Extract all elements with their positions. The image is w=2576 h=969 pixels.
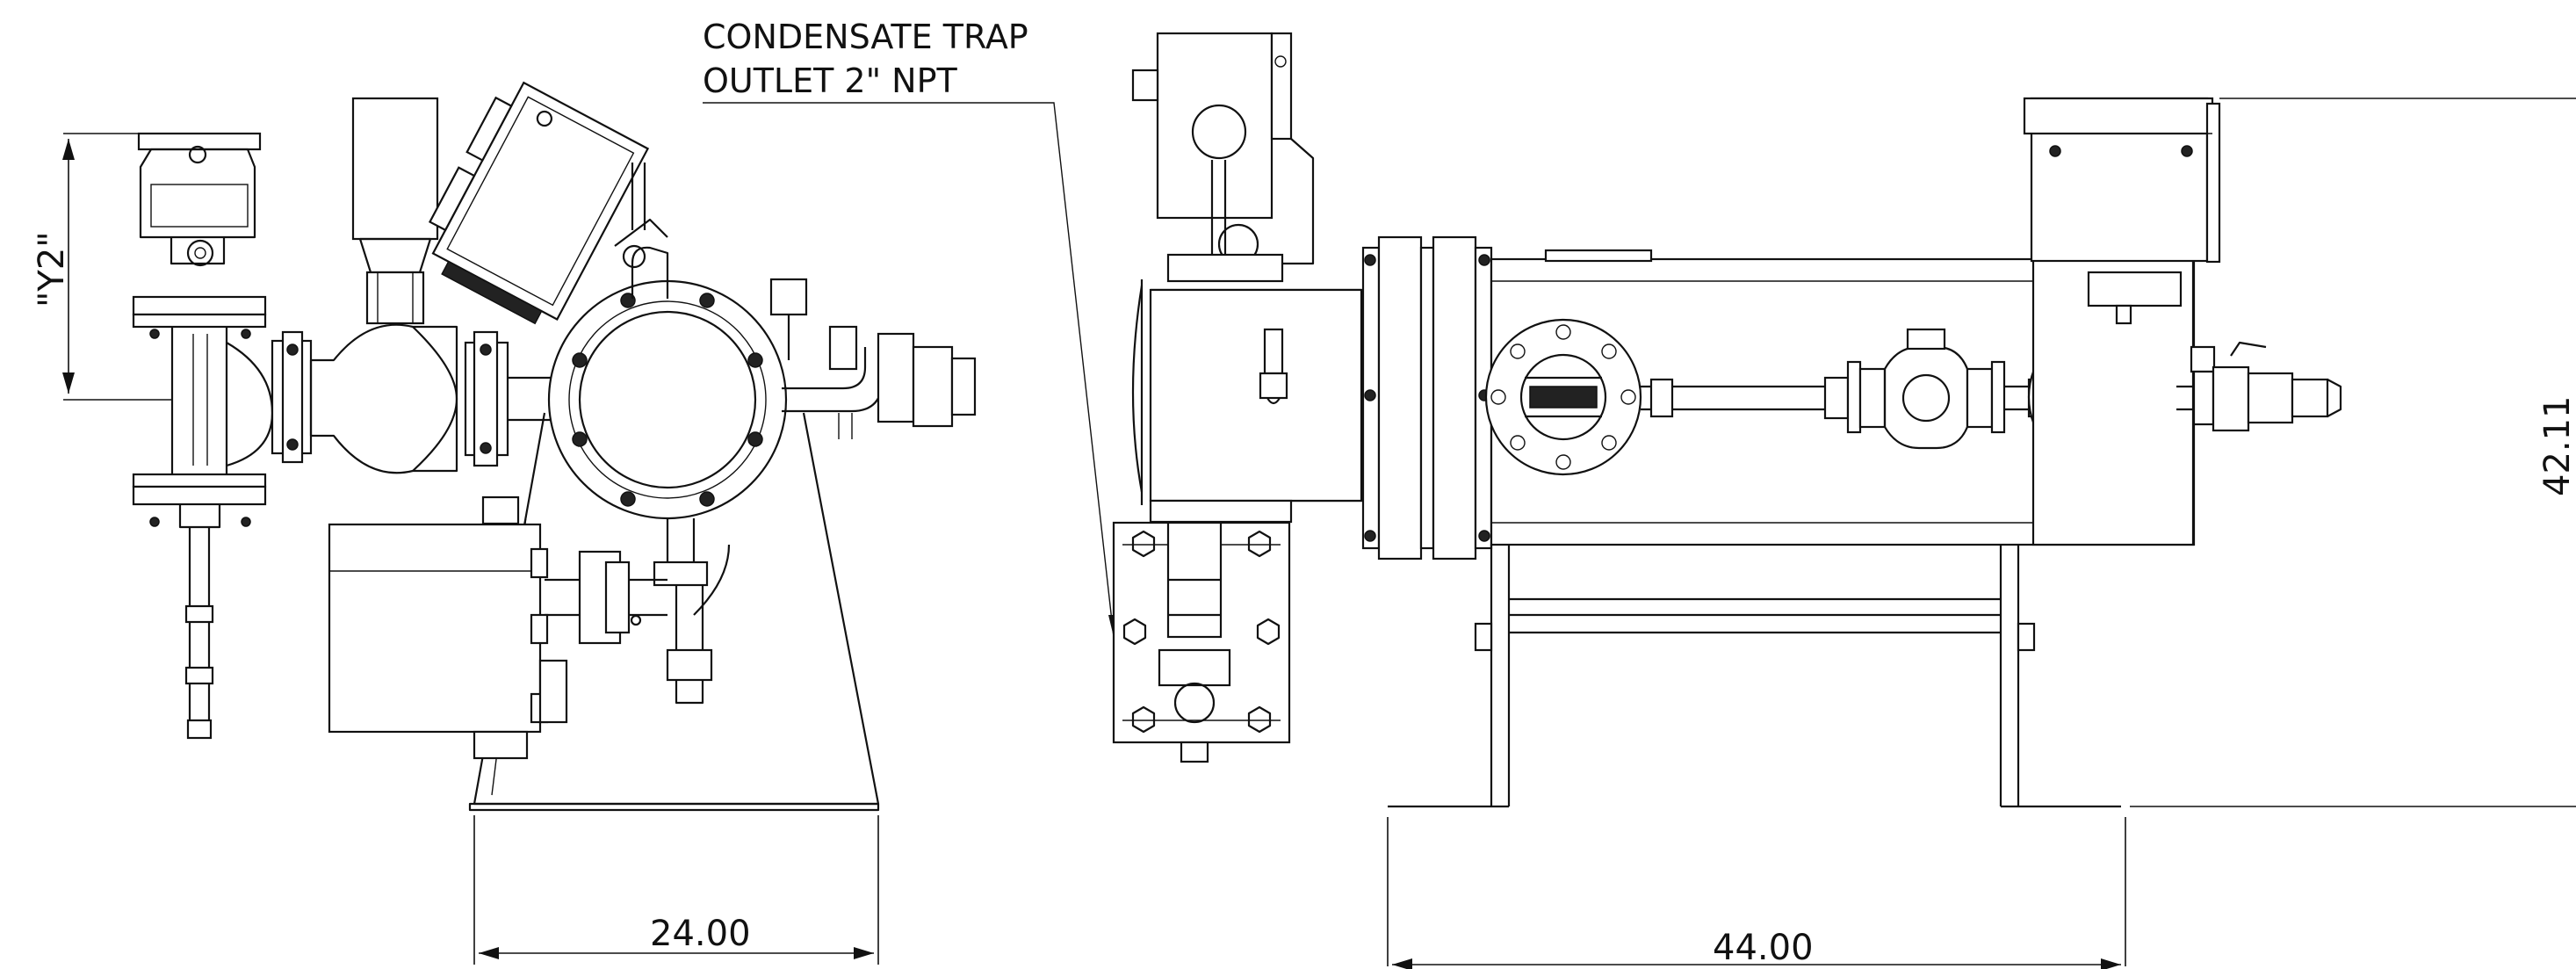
right-end-section [2023,97,2221,546]
side-view: 24.00 "Y2" [32,81,977,965]
support-legs [1388,545,2121,808]
inlet-flanges [271,323,458,474]
connecting-pipe [1641,328,2052,450]
top-stack [351,97,439,325]
actuator-box [328,495,568,760]
tilted-control-box [428,81,650,325]
mid-flanges [464,330,580,467]
round-manifold [547,163,788,520]
dim-label-y2: "Y2" [32,231,72,307]
lower-piping [545,518,731,705]
left-nozzle [1484,318,1642,476]
flange-stack [1361,235,1493,560]
left-end-block [1131,279,1363,524]
dim-label-24: 24.00 [650,914,751,954]
outlet-fittings [2176,341,2342,432]
top-instrument-box [1131,32,1315,283]
condensate-trap-note: CONDENSATE TRAP OUTLET 2" NPT [703,18,1121,638]
dimension-y2: "Y2" [32,133,172,401]
right-tubing [769,278,977,439]
dimension-42-11: 42.11 [2130,98,2576,807]
condensate-trap-body [1112,521,1291,763]
vertical-valve-assembly [132,132,274,740]
dimension-24: 24.00 [473,815,879,965]
dim-label-44: 44.00 [1713,928,1814,968]
dim-label-42-11: 42.11 [2537,395,2576,496]
front-view: 44.00 42.11 [1112,32,2576,969]
dimension-44: 44.00 [1387,817,2126,969]
note-line-1: CONDENSATE TRAP [703,18,1028,56]
note-line-2: OUTLET 2" NPT [703,61,957,100]
